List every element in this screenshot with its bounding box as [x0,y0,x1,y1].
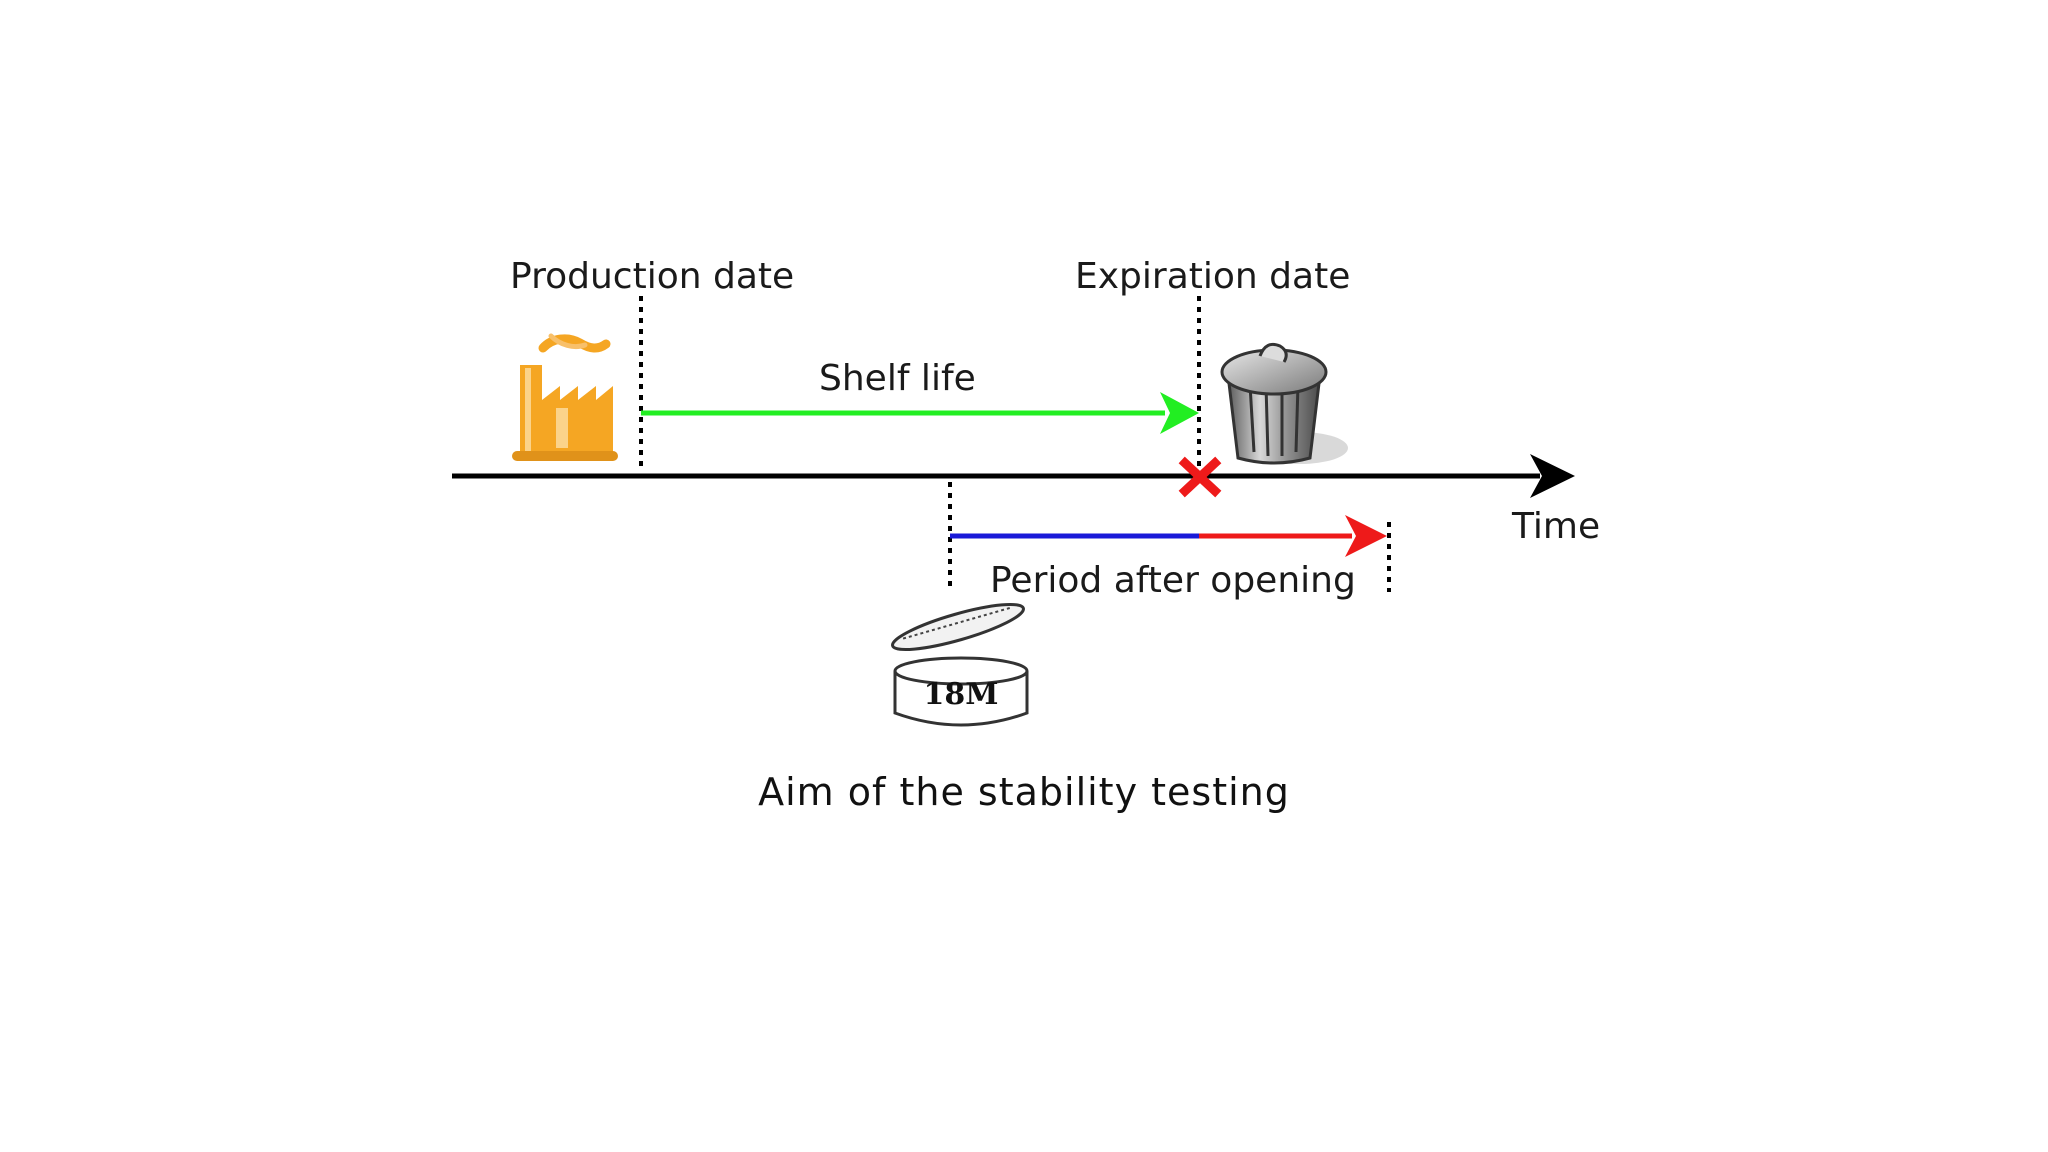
production-date-label: Production date [510,256,794,297]
time-axis [452,454,1575,498]
expiration-date-label: Expiration date [1075,256,1350,297]
shelf-life-label: Shelf life [819,358,976,399]
figure-caption: Aim of the stability testing [758,770,1290,814]
period-after-opening-label: Period after opening [990,560,1356,601]
pao-symbol-label: 18M [924,677,999,712]
cross-mark-icon [1178,456,1222,498]
time-label: Time [1511,506,1600,547]
open-jar-icon [891,602,1029,727]
time-axis-arrowhead [1530,454,1575,498]
period-after-opening-arrow [950,515,1387,557]
trash-can-icon [1220,342,1348,465]
factory-icon [512,333,618,461]
shelf-life-arrow [641,392,1199,434]
